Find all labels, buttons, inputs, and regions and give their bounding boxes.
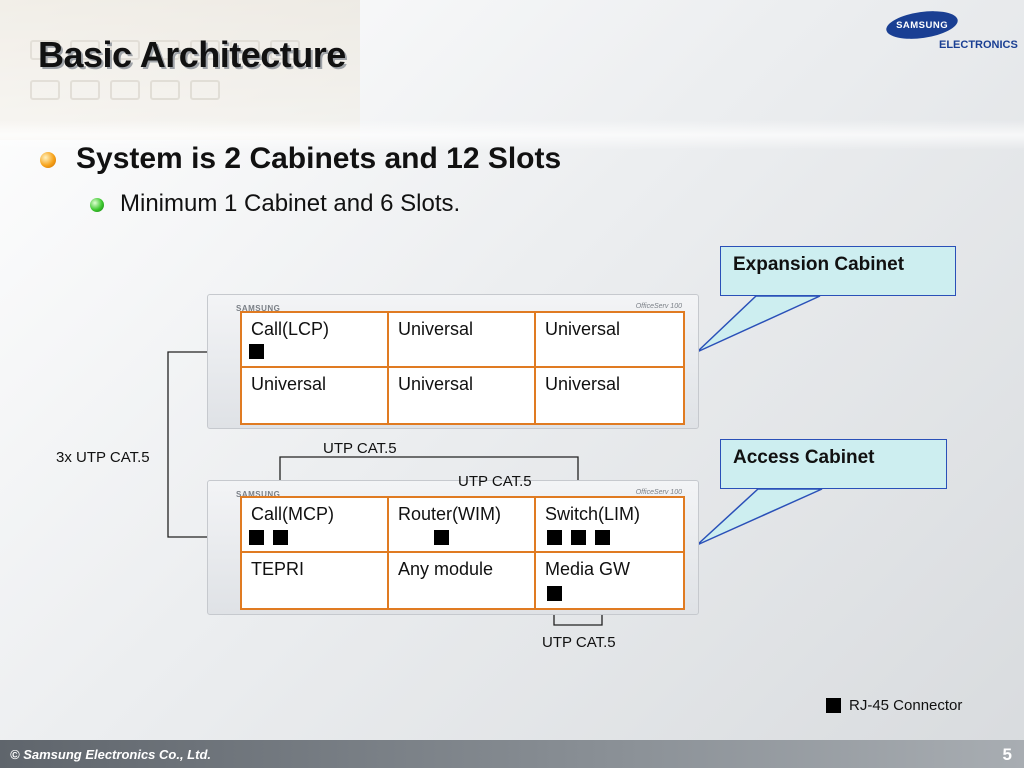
label-3x-utp: 3x UTP CAT.5 bbox=[56, 449, 150, 466]
bullet-level2-text: Minimum 1 Cabinet and 6 Slots. bbox=[120, 190, 461, 217]
callout-expansion-pointer bbox=[696, 295, 821, 353]
logo-division: ELECTRONICS bbox=[939, 39, 1018, 51]
slot-universal: Universal bbox=[545, 374, 621, 394]
background-device-image bbox=[0, 0, 360, 140]
slot-call-mcp: Call(MCP) bbox=[242, 498, 389, 553]
slot-universal: Universal bbox=[536, 313, 683, 368]
footer-copyright: © Samsung Electronics Co., Ltd. bbox=[10, 747, 211, 762]
orange-bullet-icon bbox=[40, 152, 56, 168]
cabinet-model-label: OfficeServ 100 bbox=[635, 303, 682, 310]
slot-universal: Universal bbox=[242, 368, 389, 423]
slot-universal: Universal bbox=[389, 313, 536, 368]
callout-expansion-cabinet: Expansion Cabinet bbox=[720, 246, 956, 296]
footer-bar bbox=[0, 740, 1024, 768]
callout-access-pointer bbox=[696, 488, 823, 546]
rj45-connector-mcp-1 bbox=[249, 530, 264, 545]
label-utp-mid: UTP CAT.5 bbox=[458, 473, 532, 490]
slot-media-gw: Media GW bbox=[545, 559, 631, 579]
page-number: 5 bbox=[1002, 745, 1012, 764]
slot-universal: Universal bbox=[389, 368, 536, 423]
access-slot-grid: Call(MCP) Router(WIM) Switch(LIM) TEPRI … bbox=[240, 496, 685, 610]
rj45-connector-lim-2 bbox=[571, 530, 586, 545]
expansion-slot-grid: Call(LCP) Universal Universal Universal … bbox=[240, 311, 685, 425]
samsung-logo: SAMSUNG ELECTRONICS bbox=[884, 7, 1018, 55]
slot-call-lcp: Call(LCP) bbox=[242, 313, 389, 368]
rj45-connector-media-gw bbox=[547, 586, 562, 601]
label-utp-top: UTP CAT.5 bbox=[323, 440, 397, 457]
green-bullet-icon bbox=[90, 198, 104, 212]
rj45-connector-lim-3 bbox=[595, 530, 610, 545]
background-highlight bbox=[0, 120, 1024, 150]
cabinet-brand-label: SAMSUNG bbox=[236, 490, 281, 499]
callout-access-cabinet: Access Cabinet bbox=[720, 439, 947, 489]
slot-router-wim: Router(WIM) bbox=[389, 498, 536, 553]
slot-switch-lim: Switch(LIM) bbox=[536, 498, 683, 553]
rj45-connector-lcp bbox=[249, 344, 264, 359]
label-utp-bottom: UTP CAT.5 bbox=[542, 634, 616, 651]
bullet-level1-text: System is 2 Cabinets and 12 Slots bbox=[76, 142, 562, 175]
rj45-connector-wim bbox=[434, 530, 449, 545]
slide-title: Basic Architecture bbox=[38, 34, 346, 75]
slot-tepri: TEPRI bbox=[242, 553, 389, 608]
rj45-connector-mcp-2 bbox=[273, 530, 288, 545]
slot-any-module: Any module bbox=[389, 553, 536, 608]
cabinet-model-label: OfficeServ 100 bbox=[635, 489, 682, 496]
legend-rj45-icon bbox=[826, 698, 841, 713]
cabinet-brand-label: SAMSUNG bbox=[236, 304, 281, 313]
legend-text: RJ-45 Connector bbox=[849, 697, 963, 714]
rj45-connector-lim-1 bbox=[547, 530, 562, 545]
